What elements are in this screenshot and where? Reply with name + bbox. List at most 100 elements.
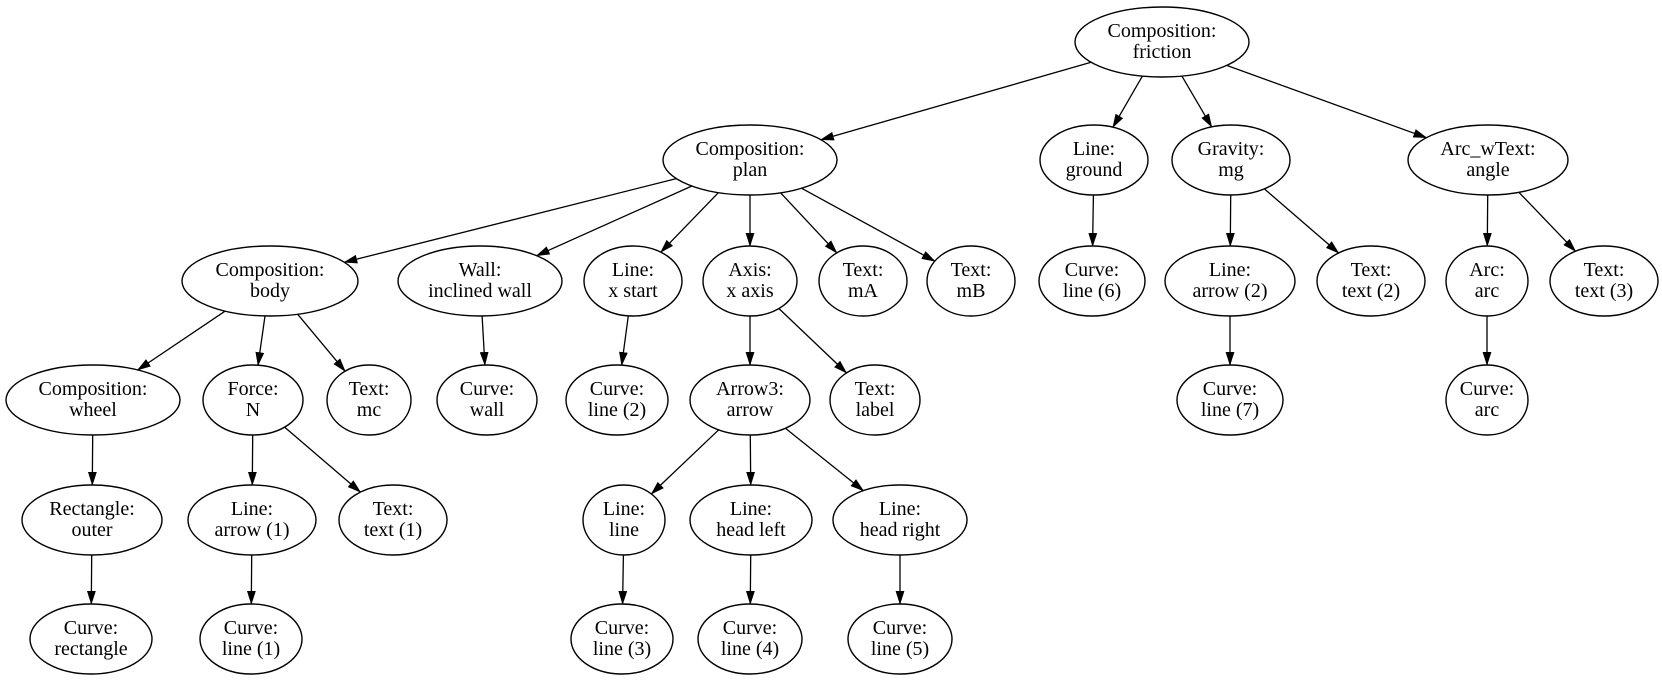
edge-arrow3-to-head-right: [784, 427, 865, 492]
body-type-label: Composition:: [216, 259, 325, 281]
arrow2-type-label: Line:: [1209, 259, 1251, 281]
arc-ellipse: [1445, 245, 1529, 317]
line4-type-label: Curve:: [723, 617, 777, 639]
line7-type-label: Curve:: [1203, 378, 1257, 400]
N-ellipse: [202, 364, 304, 436]
edge-body-to-N: [255, 315, 266, 367]
edge-friction-to-ground: [1112, 75, 1143, 129]
node-gravity-mg: Gravity: mg: [1171, 124, 1291, 196]
wheel-name-label: wheel: [69, 399, 117, 421]
angle-ellipse: [1407, 124, 1569, 196]
x-start-ellipse: [583, 245, 683, 317]
x-axis-ellipse: [702, 245, 798, 317]
edge-N-to-text1: [284, 426, 362, 493]
text3-name-label: text (3): [1575, 280, 1633, 302]
line-type-label: Line:: [603, 498, 645, 520]
friction-type-label: Composition:: [1108, 20, 1217, 42]
line6-ellipse: [1038, 245, 1146, 317]
node-curve-line-2: Curve: line (2): [565, 364, 669, 436]
line5-name-label: line (5): [871, 638, 929, 660]
node-line-head-right: Line: head right: [832, 484, 968, 556]
edge-friction-to-angle: [1226, 64, 1428, 139]
arrow3-ellipse: [689, 364, 811, 436]
inclined-wall-ellipse: [397, 245, 563, 317]
node-curve-line-6: Curve: line (6): [1038, 245, 1146, 317]
edge-plan-to-inclined-wall: [535, 185, 693, 257]
node-text-text-3: Text: text (3): [1549, 245, 1659, 317]
line4-name-label: line (4): [721, 638, 779, 660]
edge-body-to-mc: [297, 313, 346, 372]
edge-arrow3-to-line: [650, 429, 720, 495]
mA-ellipse: [818, 245, 908, 317]
outer-type-label: Rectangle:: [49, 498, 135, 520]
line6-type-label: Curve:: [1065, 259, 1119, 281]
node-composition-body: Composition: body: [181, 245, 359, 317]
x-axis-name-label: x axis: [726, 280, 773, 302]
plan-name-label: plan: [733, 159, 767, 181]
N-type-label: Force:: [227, 378, 278, 400]
node-line-arrow-2: Line: arrow (2): [1164, 245, 1296, 317]
node-line-arrow-1: Line: arrow (1): [187, 484, 317, 556]
edge-layer: [87, 61, 1577, 605]
node-curve-line-5: Curve: line (5): [847, 603, 953, 675]
line6-name-label: line (6): [1063, 280, 1121, 302]
wall-curve-ellipse: [436, 364, 538, 436]
mg-name-label: mg: [1218, 159, 1244, 181]
node-text-mB: Text: mB: [926, 245, 1016, 317]
edge-ground-to-line6: [1088, 194, 1098, 247]
label-name-label: label: [856, 399, 895, 421]
plan-ellipse: [662, 124, 838, 196]
mA-name-label: mA: [848, 280, 879, 302]
arc-name-label: arc: [1475, 280, 1500, 302]
node-wall-inclined-wall: Wall: inclined wall: [397, 245, 563, 317]
wall-curve-name-label: wall: [470, 399, 505, 421]
ground-name-label: ground: [1066, 159, 1123, 181]
head-left-name-label: head left: [716, 519, 786, 541]
arc-type-label: Arc:: [1469, 259, 1505, 281]
edge-angle-to-text3: [1518, 191, 1577, 253]
line5-type-label: Curve:: [873, 617, 927, 639]
node-curve-line-7: Curve: line (7): [1176, 364, 1284, 436]
arrow2-ellipse: [1164, 245, 1296, 317]
body-name-label: body: [250, 280, 290, 302]
node-composition-plan: Composition: plan: [662, 124, 838, 196]
wall-curve-type-label: Curve:: [460, 378, 514, 400]
line3-name-label: line (3): [593, 638, 651, 660]
head-right-ellipse: [832, 484, 968, 556]
node-curve-line-3: Curve: line (3): [570, 603, 674, 675]
mg-type-label: Gravity:: [1198, 138, 1265, 160]
node-curve-wall: Curve: wall: [436, 364, 538, 436]
node-text-mc: Text: mc: [326, 364, 412, 436]
friction-ellipse: [1074, 6, 1250, 78]
arrow1-name-label: arrow (1): [215, 519, 290, 541]
node-arc-arc: Arc: arc: [1445, 245, 1529, 317]
wheel-type-label: Composition:: [39, 378, 148, 400]
text1-type-label: Text:: [373, 498, 414, 520]
rectangle-ellipse: [29, 603, 153, 675]
node-line-ground: Line: ground: [1039, 124, 1149, 196]
head-left-type-label: Line:: [730, 498, 772, 520]
text3-ellipse: [1549, 245, 1659, 317]
node-line-x-start: Line: x start: [583, 245, 683, 317]
node-composition-wheel: Composition: wheel: [5, 364, 181, 436]
edge-inclined-wall-to-wall-curve: [479, 315, 489, 366]
mA-type-label: Text:: [843, 259, 884, 281]
label-type-label: Text:: [855, 378, 896, 400]
text3-type-label: Text:: [1584, 259, 1625, 281]
arc-curve-type-label: Curve:: [1460, 378, 1514, 400]
text2-name-label: text (2): [1342, 280, 1400, 302]
node-arrow3-arrow: Arrow3: arrow: [689, 364, 811, 436]
inclined-wall-name-label: inclined wall: [428, 280, 532, 302]
arc-curve-name-label: arc: [1475, 399, 1500, 421]
node-line-line: Line: line: [582, 484, 666, 556]
rectangle-name-label: rectangle: [54, 638, 127, 660]
line3-ellipse: [570, 603, 674, 675]
node-text-label: Text: label: [829, 364, 921, 436]
arrow3-name-label: arrow: [727, 399, 774, 421]
node-arcwtext-angle: Arc_wText: angle: [1407, 124, 1569, 196]
outer-ellipse: [21, 484, 163, 556]
mc-ellipse: [326, 364, 412, 436]
edge-x-axis-to-label: [778, 308, 848, 374]
edge-plan-to-x-start: [660, 192, 719, 253]
